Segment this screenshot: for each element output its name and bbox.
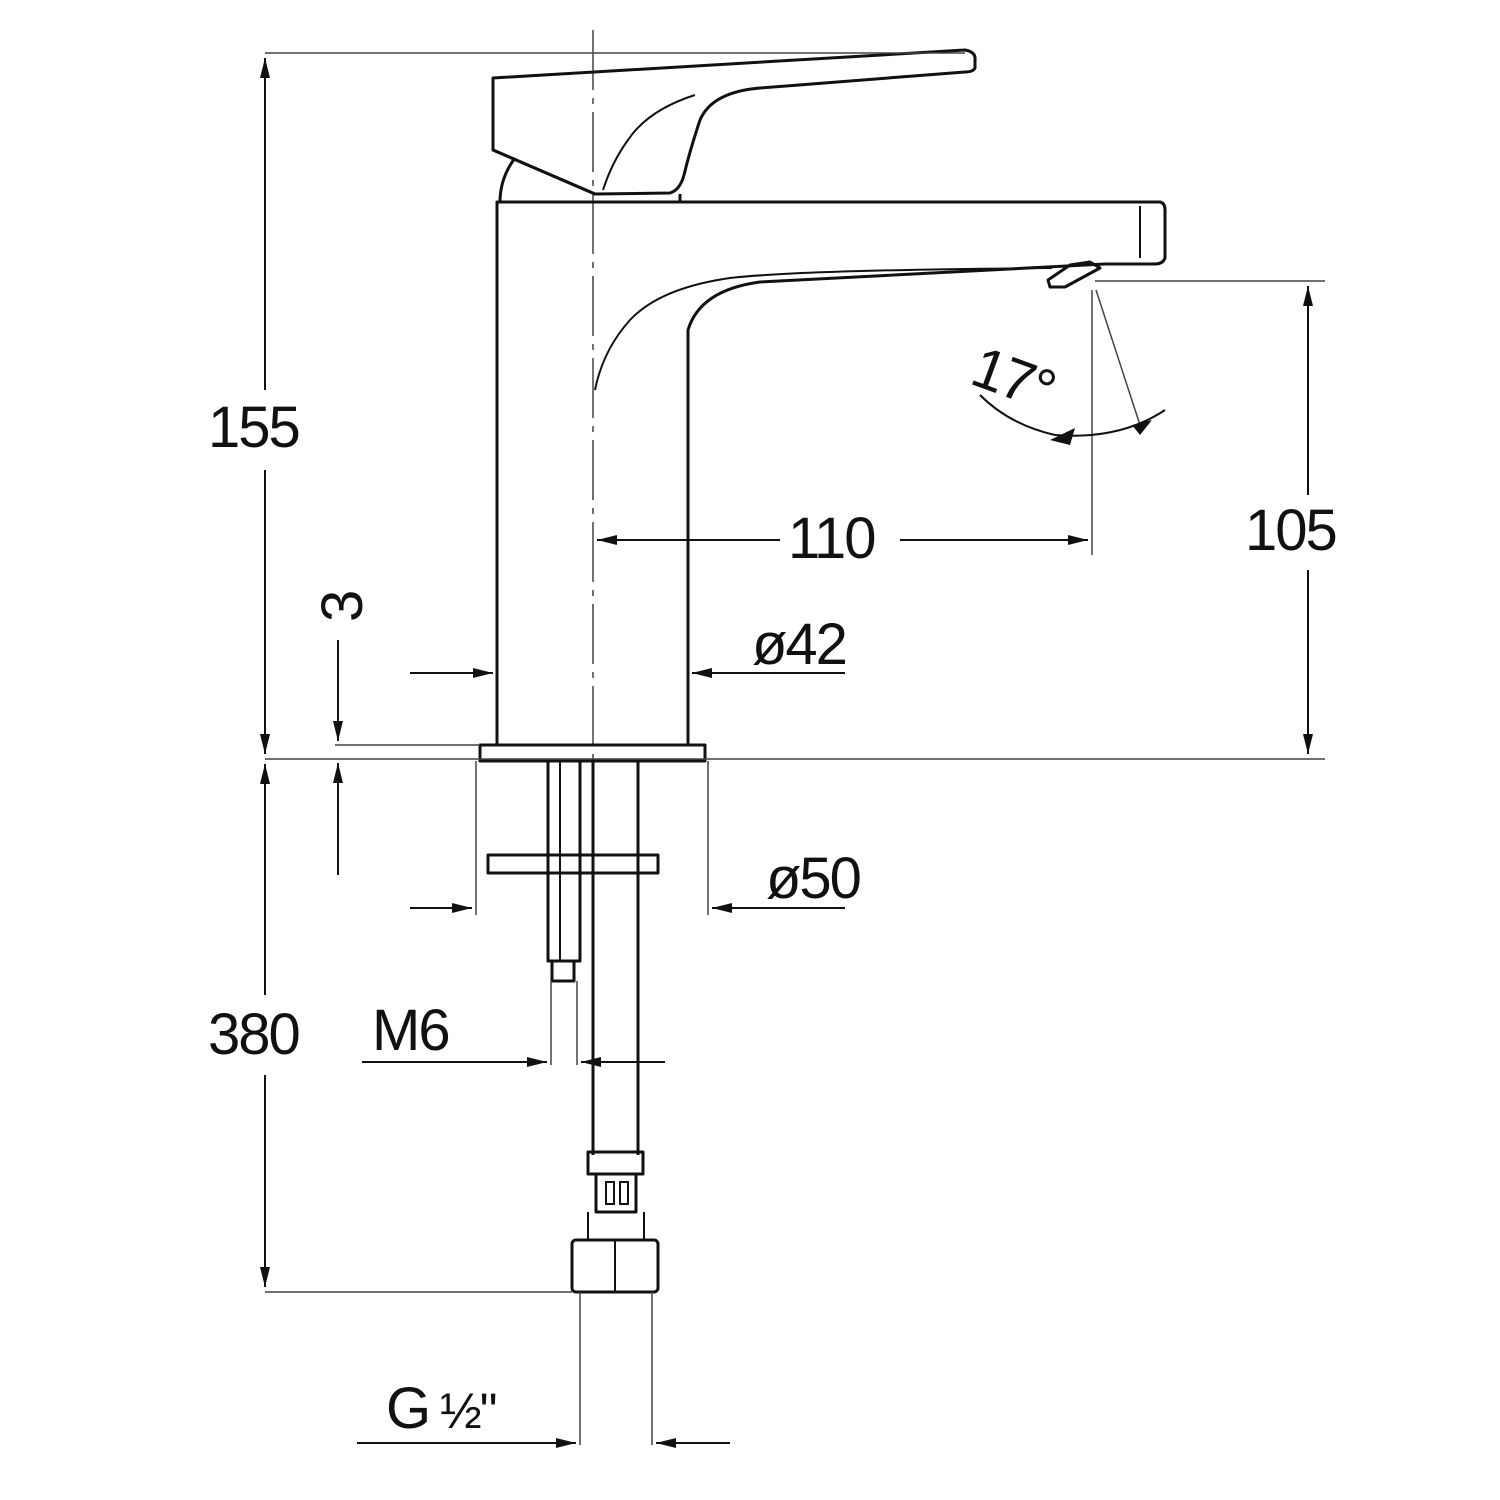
label-hose-length: 380 bbox=[208, 1002, 299, 1067]
hose-ferrule bbox=[586, 1150, 645, 1176]
label-stud-thread: M6 bbox=[372, 998, 449, 1063]
fixing-stud bbox=[546, 759, 582, 963]
label-base-thickness: 3 bbox=[310, 592, 375, 622]
dimension-lines bbox=[260, 58, 1313, 1448]
label-body-diameter: ø42 bbox=[752, 612, 846, 677]
label-spray-angle: 17° bbox=[964, 334, 1063, 423]
label-connection-thread-prefix: G bbox=[386, 1376, 429, 1441]
dimension-labels: 155 380 105 110 ø42 ø50 3 M6 G ½" 17° bbox=[208, 334, 1338, 1441]
spout-inner-contour bbox=[594, 267, 1053, 391]
mounting-assembly bbox=[486, 759, 660, 1445]
arc-arrow-left bbox=[1050, 428, 1075, 445]
lever-handle-contour bbox=[602, 94, 696, 191]
hose-crimp bbox=[594, 1172, 638, 1214]
lever-handle bbox=[491, 48, 977, 196]
body-and-spout bbox=[495, 200, 1167, 747]
arc-arrow-right bbox=[1132, 420, 1152, 435]
label-connection-thread-fraction: ½" bbox=[440, 1383, 496, 1439]
label-overall-height: 155 bbox=[208, 395, 299, 460]
aerator bbox=[1046, 260, 1102, 289]
fixing-washer bbox=[486, 853, 660, 875]
label-base-diameter: ø50 bbox=[766, 846, 860, 911]
nut-neck bbox=[587, 1212, 645, 1240]
spray-angle-ext-line bbox=[1095, 289, 1141, 426]
lever-underside bbox=[492, 148, 596, 196]
lever-neck bbox=[498, 157, 517, 203]
label-spout-height: 105 bbox=[1245, 498, 1336, 563]
label-spout-reach: 110 bbox=[788, 506, 874, 571]
crimp-slot-2 bbox=[619, 1181, 629, 1205]
crimp-slot-1 bbox=[605, 1181, 615, 1205]
extension-lines bbox=[265, 52, 1325, 1293]
stud-end bbox=[550, 959, 576, 983]
